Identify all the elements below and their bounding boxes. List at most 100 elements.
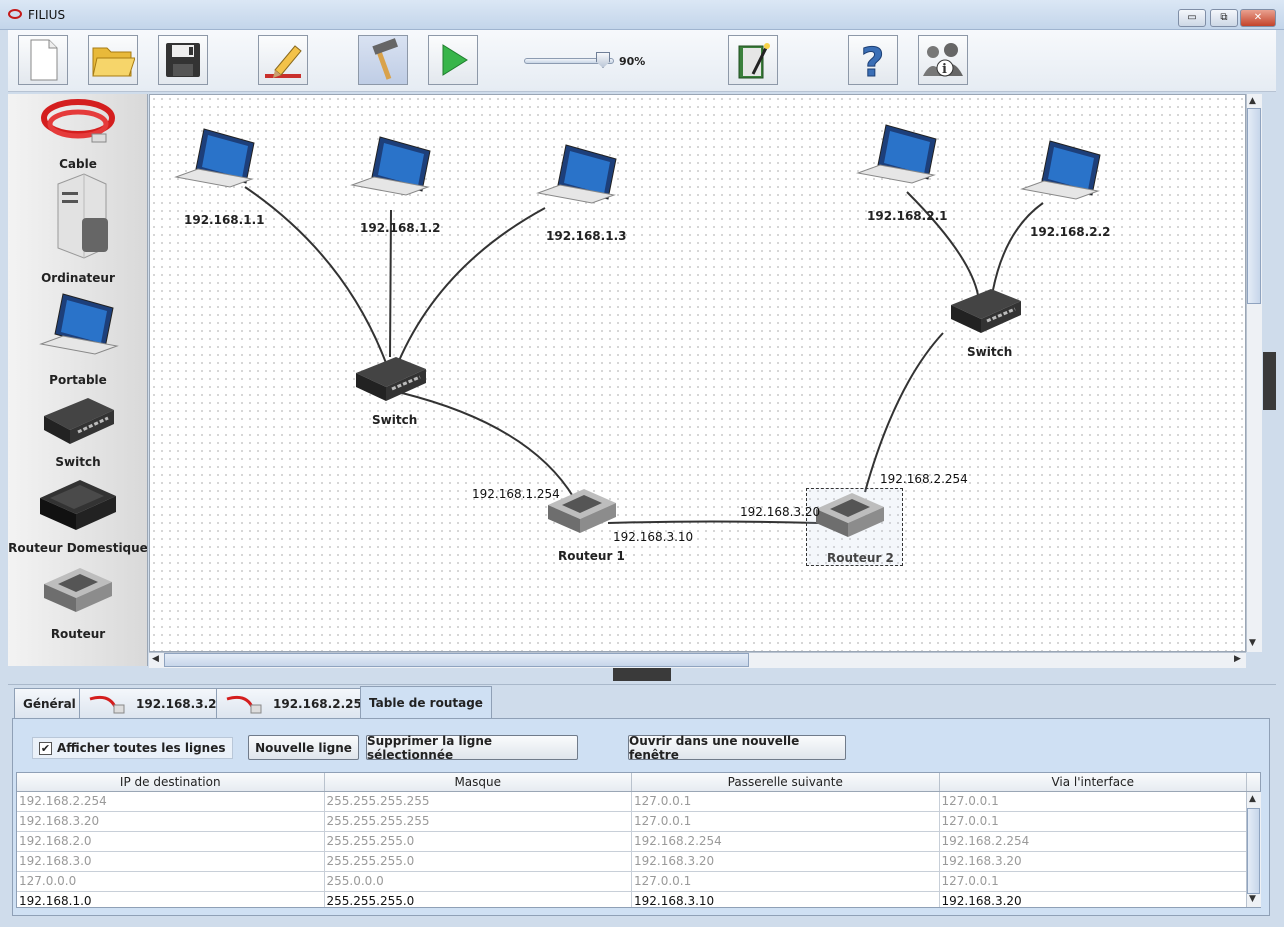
table-cell: 192.168.2.0 bbox=[17, 832, 325, 851]
column-header[interactable]: Passerelle suivante bbox=[632, 773, 940, 791]
palette-item-home-router[interactable]: Routeur Domestique bbox=[8, 474, 148, 555]
cable-link[interactable] bbox=[864, 332, 944, 493]
wizard-button[interactable] bbox=[728, 35, 778, 85]
side-panel-toggle[interactable] bbox=[1263, 352, 1276, 410]
scroll-up-arrow-icon[interactable]: ▲ bbox=[1249, 96, 1256, 106]
design-mode-button[interactable] bbox=[358, 35, 408, 85]
column-header[interactable]: Via l'interface bbox=[940, 773, 1247, 791]
zoom-slider-thumb[interactable] bbox=[596, 52, 610, 68]
help-button[interactable]: ? bbox=[848, 35, 898, 85]
canvas-horizontal-scroll-thumb[interactable] bbox=[164, 653, 749, 667]
table-cell[interactable]: 192.168.3.10 bbox=[632, 892, 940, 907]
scroll-down-arrow-icon[interactable]: ▼ bbox=[1249, 638, 1256, 648]
save-project-button[interactable] bbox=[158, 35, 208, 85]
router-icon bbox=[44, 568, 112, 612]
table-cell: 255.255.255.255 bbox=[325, 812, 632, 831]
bottom-panel-toggle[interactable] bbox=[613, 668, 671, 681]
column-header[interactable]: Masque bbox=[325, 773, 632, 791]
table-row[interactable]: 192.168.3.20 255.255.255.255 127.0.0.1 1… bbox=[17, 812, 1260, 832]
palette-item-laptop[interactable]: Portable bbox=[8, 288, 147, 387]
palette-label: Routeur Domestique bbox=[8, 541, 148, 555]
tab-routing-table[interactable]: Table de routage bbox=[360, 686, 492, 718]
table-cell[interactable]: 192.168.3.20 bbox=[940, 892, 1247, 907]
hammer-design-icon bbox=[372, 38, 398, 80]
table-cell: 127.0.0.1 bbox=[632, 792, 940, 811]
close-button[interactable]: ✕ bbox=[1240, 9, 1276, 27]
switch-label: Switch bbox=[967, 345, 1013, 359]
network-canvas[interactable]: 192.168.1.1 192.168.1.2 192.168.1.3 192.… bbox=[149, 94, 1246, 652]
table-cell: 192.168.2.254 bbox=[632, 832, 940, 851]
table-cell: 127.0.0.1 bbox=[632, 872, 940, 891]
open-project-button[interactable] bbox=[88, 35, 138, 85]
table-row[interactable]: 127.0.0.0 255.0.0.0 127.0.0.1 127.0.0.1 bbox=[17, 872, 1260, 892]
laptop-node[interactable] bbox=[350, 135, 436, 218]
cable-link[interactable] bbox=[244, 186, 387, 364]
cable-link[interactable] bbox=[607, 520, 819, 524]
table-scroll-thumb[interactable] bbox=[1247, 808, 1260, 894]
laptop-icon bbox=[174, 128, 255, 188]
canvas-vertical-scroll-thumb[interactable] bbox=[1247, 108, 1261, 304]
laptop-icon bbox=[39, 293, 119, 355]
show-all-checkbox[interactable]: ✔ bbox=[39, 741, 52, 755]
tab-interface-2[interactable]: 192.168.2.254 bbox=[216, 688, 380, 718]
router-node[interactable] bbox=[546, 483, 626, 548]
laptop-node[interactable] bbox=[856, 123, 942, 206]
router-icon bbox=[816, 493, 884, 537]
zoom-slider-track[interactable] bbox=[524, 58, 614, 64]
palette-item-cable[interactable]: Cable bbox=[8, 96, 147, 171]
cable-link[interactable] bbox=[401, 392, 575, 499]
table-row[interactable]: 192.168.2.254 255.255.255.255 127.0.0.1 … bbox=[17, 792, 1260, 812]
cable-links bbox=[244, 186, 1044, 524]
maximize-button[interactable]: ⧉ bbox=[1210, 9, 1238, 27]
laptop-node[interactable] bbox=[174, 127, 260, 210]
palette-item-router[interactable]: Routeur bbox=[8, 560, 147, 641]
column-header[interactable]: IP de destination bbox=[17, 773, 325, 791]
palette-label: Routeur bbox=[50, 627, 106, 641]
delete-row-button[interactable]: Supprimer la ligne sélectionnée bbox=[366, 734, 578, 762]
wizard-book-icon bbox=[738, 43, 770, 79]
scroll-up-arrow-icon[interactable]: ▲ bbox=[1249, 794, 1256, 804]
title-bar: FILIUS ▭ ⧉ ✕ bbox=[0, 0, 1284, 30]
tab-general[interactable]: Général bbox=[14, 688, 85, 718]
play-simulate-icon bbox=[442, 44, 468, 76]
cable-icon bbox=[41, 99, 115, 143]
table-row[interactable]: 192.168.3.0 255.255.255.0 192.168.3.20 1… bbox=[17, 852, 1260, 872]
edit-button[interactable] bbox=[258, 35, 308, 85]
scroll-down-arrow-icon[interactable]: ▼ bbox=[1249, 894, 1256, 904]
switch-label: Switch bbox=[372, 413, 418, 427]
open-new-window-button[interactable]: Ouvrir dans une nouvelle fenêtre bbox=[628, 734, 846, 762]
show-all-label: Afficher toutes les lignes bbox=[57, 741, 226, 755]
palette-item-computer[interactable]: Ordinateur bbox=[8, 170, 147, 285]
cable-link[interactable] bbox=[992, 202, 1044, 291]
interface-ip-label: 192.168.3.10 bbox=[613, 530, 694, 544]
cable-link[interactable] bbox=[389, 209, 392, 358]
table-cell[interactable]: 255.255.255.0 bbox=[325, 892, 632, 907]
switch-node[interactable] bbox=[354, 353, 428, 408]
cable-link[interactable] bbox=[906, 191, 979, 296]
new-project-button[interactable] bbox=[18, 35, 68, 85]
table-cell: 192.168.2.254 bbox=[940, 832, 1247, 851]
minimize-button[interactable]: ▭ bbox=[1178, 9, 1206, 27]
tab-interface-1[interactable]: 192.168.3.20 bbox=[79, 688, 234, 718]
new-row-button[interactable]: Nouvelle ligne bbox=[248, 735, 359, 760]
table-row[interactable]: 192.168.2.0 255.255.255.0 192.168.2.254 … bbox=[17, 832, 1260, 852]
scroll-left-arrow-icon[interactable]: ◀ bbox=[152, 654, 159, 664]
toolbar: 90% ? i bbox=[8, 30, 1276, 92]
palette-item-switch[interactable]: Switch bbox=[8, 394, 147, 469]
table-header: IP de destination Masque Passerelle suiv… bbox=[17, 773, 1260, 792]
new-file-icon bbox=[30, 39, 58, 81]
laptop-node[interactable] bbox=[536, 143, 622, 226]
laptop-icon bbox=[536, 144, 617, 204]
switch-node[interactable] bbox=[949, 285, 1023, 340]
laptop-node[interactable] bbox=[1020, 139, 1106, 222]
svg-text:i: i bbox=[942, 62, 947, 77]
simulation-mode-button[interactable] bbox=[428, 35, 478, 85]
info-button[interactable]: i bbox=[918, 35, 968, 85]
scroll-right-arrow-icon[interactable]: ▶ bbox=[1234, 654, 1241, 664]
show-all-rows-toggle[interactable]: ✔ Afficher toutes les lignes bbox=[32, 737, 233, 759]
table-row[interactable]: 192.168.1.0 255.255.255.0 192.168.3.10 1… bbox=[17, 892, 1260, 907]
cable-link[interactable] bbox=[397, 207, 546, 364]
table-cell[interactable]: 192.168.1.0 bbox=[17, 892, 325, 907]
palette-label: Cable bbox=[59, 157, 97, 171]
router-node-selected[interactable] bbox=[814, 487, 894, 552]
